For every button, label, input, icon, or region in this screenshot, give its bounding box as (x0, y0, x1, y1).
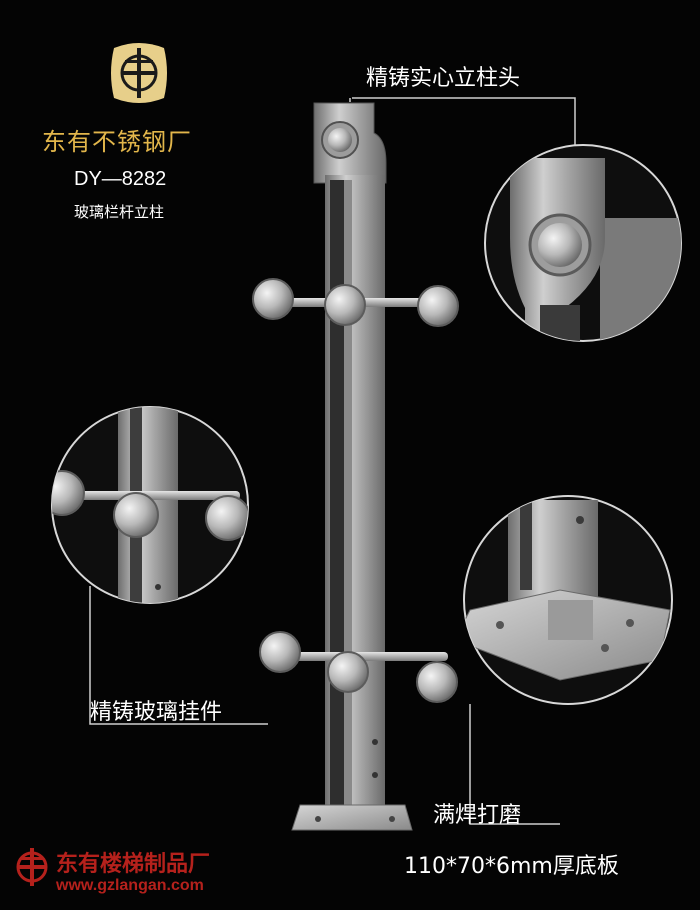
callout-glass-hanger: 精铸玻璃挂件 (90, 700, 223, 725)
callout-full-weld: 满焊打磨 (433, 803, 522, 828)
callout-base-plate: 110*70*6mm厚底板 (404, 854, 619, 879)
product-subtitle: 玻璃栏杆立柱 (74, 203, 165, 221)
zoom-circle-hanger (51, 406, 249, 604)
zoom-circle-post-head (484, 144, 682, 342)
model-number: DY—8282 (74, 168, 167, 190)
footer-url[interactable]: www.gzlangan.com (56, 877, 204, 894)
brand-name: 东有不锈钢厂 (42, 128, 192, 156)
upper-glass-hanger (252, 278, 459, 327)
lower-glass-hanger (259, 631, 458, 703)
callout-lines (89, 97, 576, 825)
main-post (291, 102, 413, 831)
zoom-circle-weld (463, 495, 673, 705)
footer-logo (16, 848, 48, 886)
brand-logo (111, 43, 167, 103)
footer-brand: 东有楼梯制品厂 (56, 852, 211, 877)
callout-post-head: 精铸实心立柱头 (366, 66, 521, 91)
